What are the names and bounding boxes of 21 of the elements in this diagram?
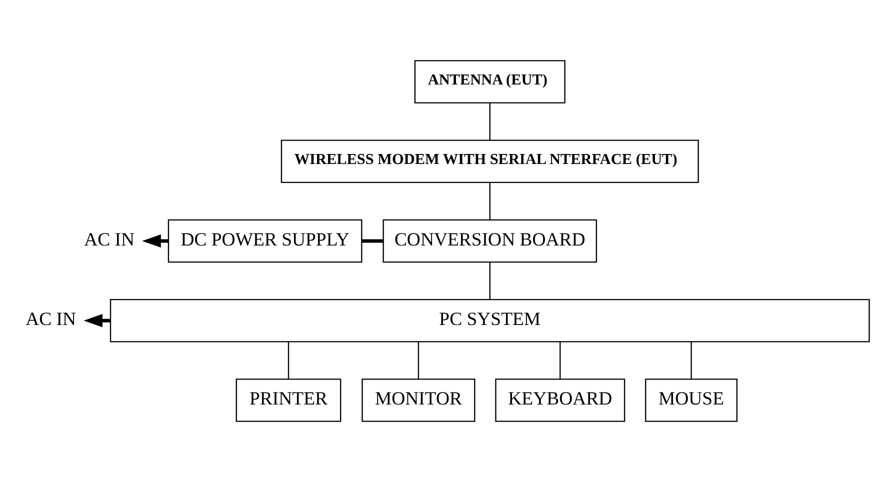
node-box: KEYBOARD bbox=[495, 378, 626, 422]
connector bbox=[362, 239, 384, 243]
node-box: DC POWER SUPPLY bbox=[168, 219, 362, 263]
connector bbox=[690, 342, 692, 379]
node-box: PC SYSTEM bbox=[110, 298, 870, 342]
node-box: ANTENNA (EUT) bbox=[414, 60, 566, 104]
arrow bbox=[142, 234, 168, 248]
node-box: PRINTER bbox=[236, 378, 342, 422]
connector bbox=[489, 103, 490, 140]
node-box: MOUSE bbox=[645, 378, 738, 422]
connector bbox=[489, 262, 490, 300]
connector bbox=[489, 182, 490, 220]
arrow bbox=[84, 314, 110, 328]
node-box: CONVERSION BOARD bbox=[382, 219, 598, 263]
connector bbox=[418, 342, 420, 379]
node-text: AC IN bbox=[26, 309, 76, 330]
connector bbox=[560, 342, 561, 379]
node-box: MONITOR bbox=[362, 378, 476, 422]
connector bbox=[288, 342, 290, 379]
node-text: AC IN bbox=[84, 229, 135, 250]
node-box: WIRELESS MODEM WITH SERIAL NTERFACE (EUT) bbox=[280, 140, 699, 184]
